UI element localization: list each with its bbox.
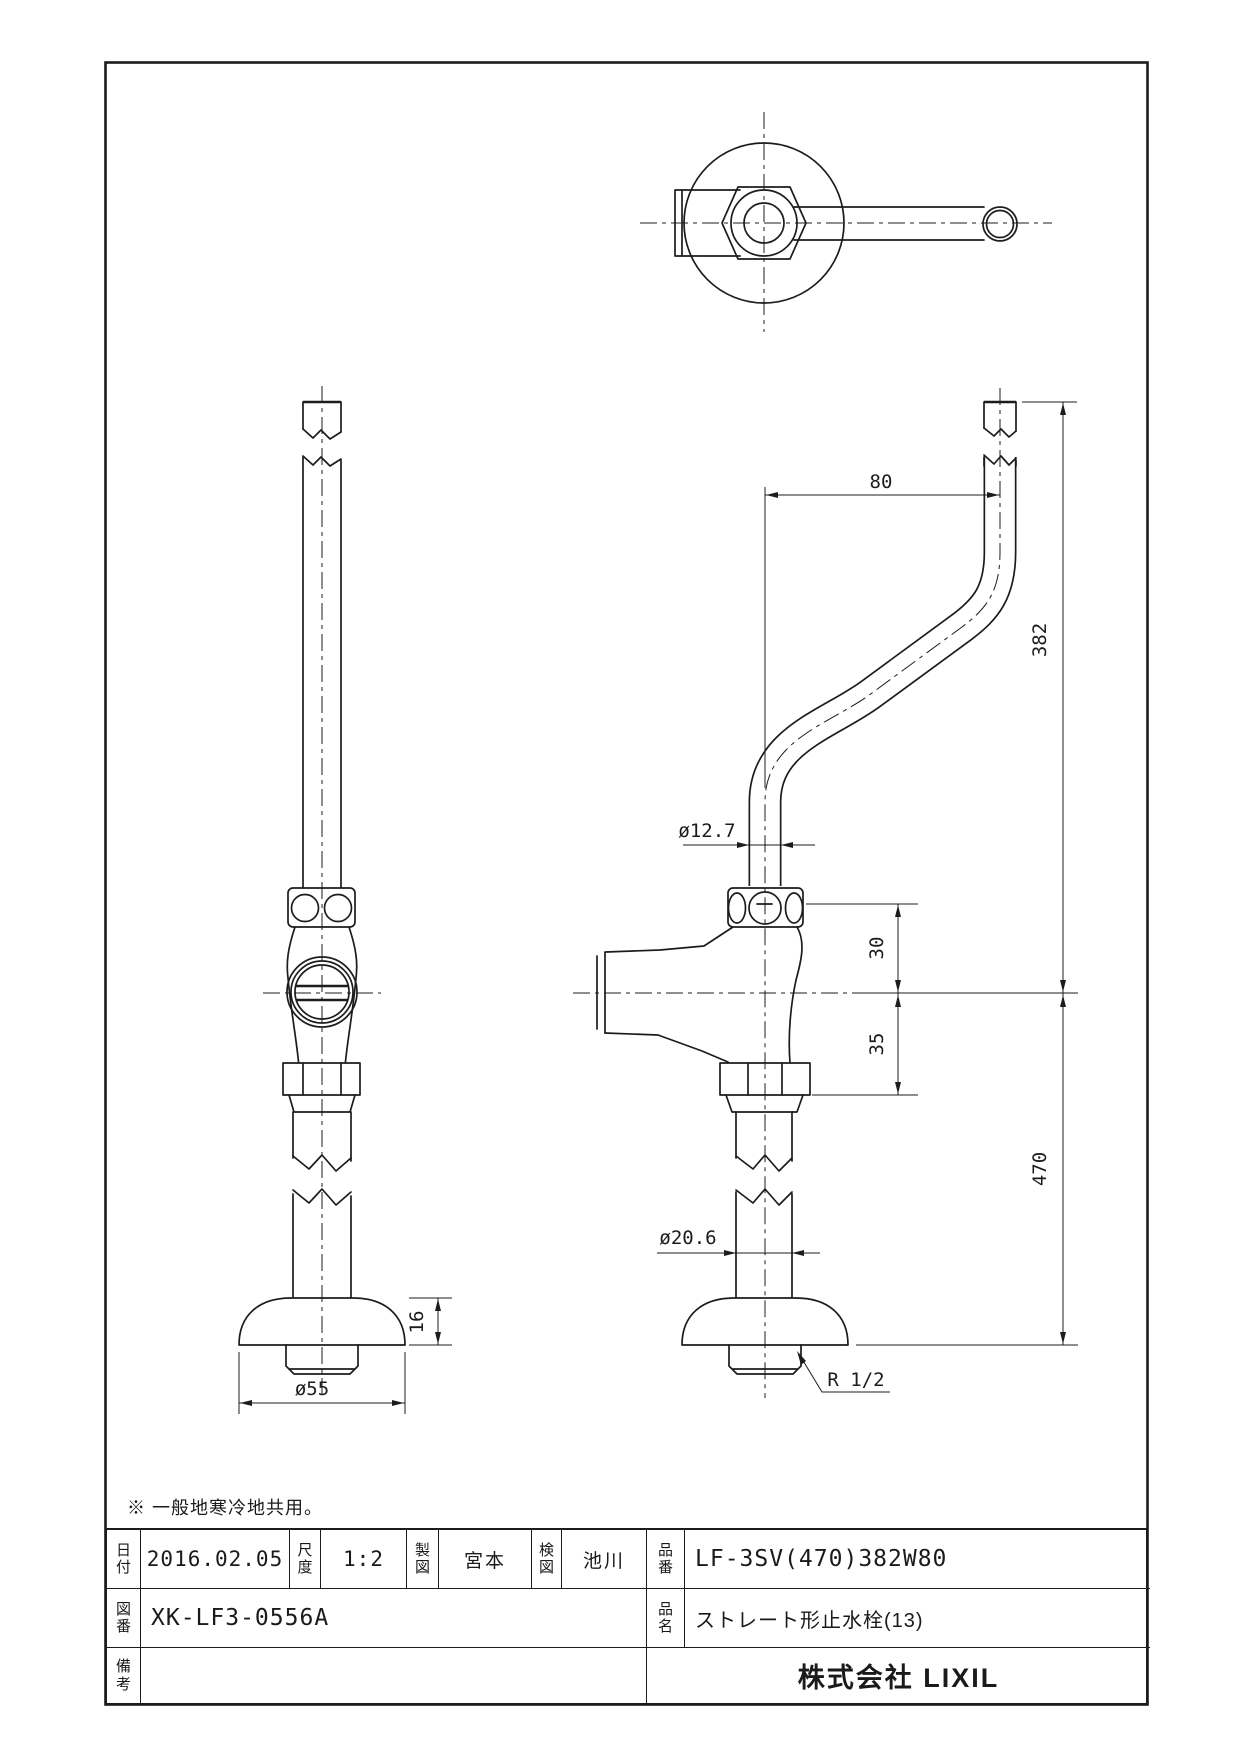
scale-value-cell: 1:2 [321,1530,407,1589]
company-name: 株式会社 LIXIL [797,1663,1000,1693]
date-label: 日付 [115,1541,131,1576]
side-view-dimensions: 80 382 470 ø12.7 30 [657,401,1078,1393]
part-no-label-cell: 品番 [647,1530,685,1589]
dim-outlet-height: 382 [1029,623,1051,657]
scale-label-cell: 尺度 [290,1530,321,1589]
product-name-label-cell: 品名 [647,1589,685,1648]
drawing-no-value: XK-LF3-0556A [151,1605,330,1631]
company-cell: 株式会社 LIXIL [647,1648,1150,1703]
remarks-label: 備考 [115,1658,131,1693]
product-name-value: ストレート形止水栓(13) [695,1609,924,1632]
dim-inlet-height: 470 [1029,1152,1051,1186]
front-view-valve [238,386,406,1398]
dim-nut-to-center: 30 [866,937,888,960]
dim-horizontal-offset: 80 [870,471,893,493]
drawing-no-label: 図番 [115,1600,131,1635]
checker-value: 池川 [582,1550,625,1572]
front-view-dimensions: 16 ø55 [238,1297,452,1414]
date-label-cell: 日付 [107,1530,141,1589]
drawing-no-value-cell: XK-LF3-0556A [141,1589,647,1648]
product-name-label: 品名 [657,1600,673,1635]
title-block: 日付 2016.02.05 尺度 1:2 製図 宮本 検図 池川 品番 LF-3… [105,1528,1150,1705]
checker-value-cell: 池川 [562,1530,647,1589]
sheet-frame [104,61,1149,1706]
date-value: 2016.02.05 [146,1547,284,1571]
part-no-value: LF-3SV(470)382W80 [695,1546,948,1572]
dim-flange-dia: ø55 [295,1378,329,1400]
part-no-value-cell: LF-3SV(470)382W80 [685,1530,1150,1589]
scale-value: 1:2 [343,1547,384,1571]
checker-label: 検図 [538,1541,554,1576]
dim-center-to-hex: 35 [866,1033,888,1056]
part-no-label: 品番 [657,1541,673,1576]
drafter-value: 宮本 [463,1550,506,1572]
drafter-label-cell: 製図 [407,1530,439,1589]
general-note: ※ 一般地寒冷地共用。 [127,1498,323,1518]
dim-outlet-dia: ø12.7 [678,820,735,842]
side-view-valve [573,388,1019,1398]
drafter-label: 製図 [414,1541,430,1576]
dim-inlet-dia: ø20.6 [659,1227,716,1249]
remarks-label-cell: 備考 [107,1648,141,1703]
remarks-value-cell [141,1648,647,1703]
dim-thread-spec: R 1/2 [827,1369,884,1391]
date-value-cell: 2016.02.05 [141,1530,290,1589]
top-view-escutcheon [640,112,1052,332]
scale-label: 尺度 [297,1541,313,1576]
product-name-value-cell: ストレート形止水栓(13) [685,1589,1150,1648]
checker-label-cell: 検図 [532,1530,562,1589]
dim-flange-height: 16 [406,1311,428,1334]
drawing-no-label-cell: 図番 [107,1589,141,1648]
drafter-value-cell: 宮本 [439,1530,532,1589]
